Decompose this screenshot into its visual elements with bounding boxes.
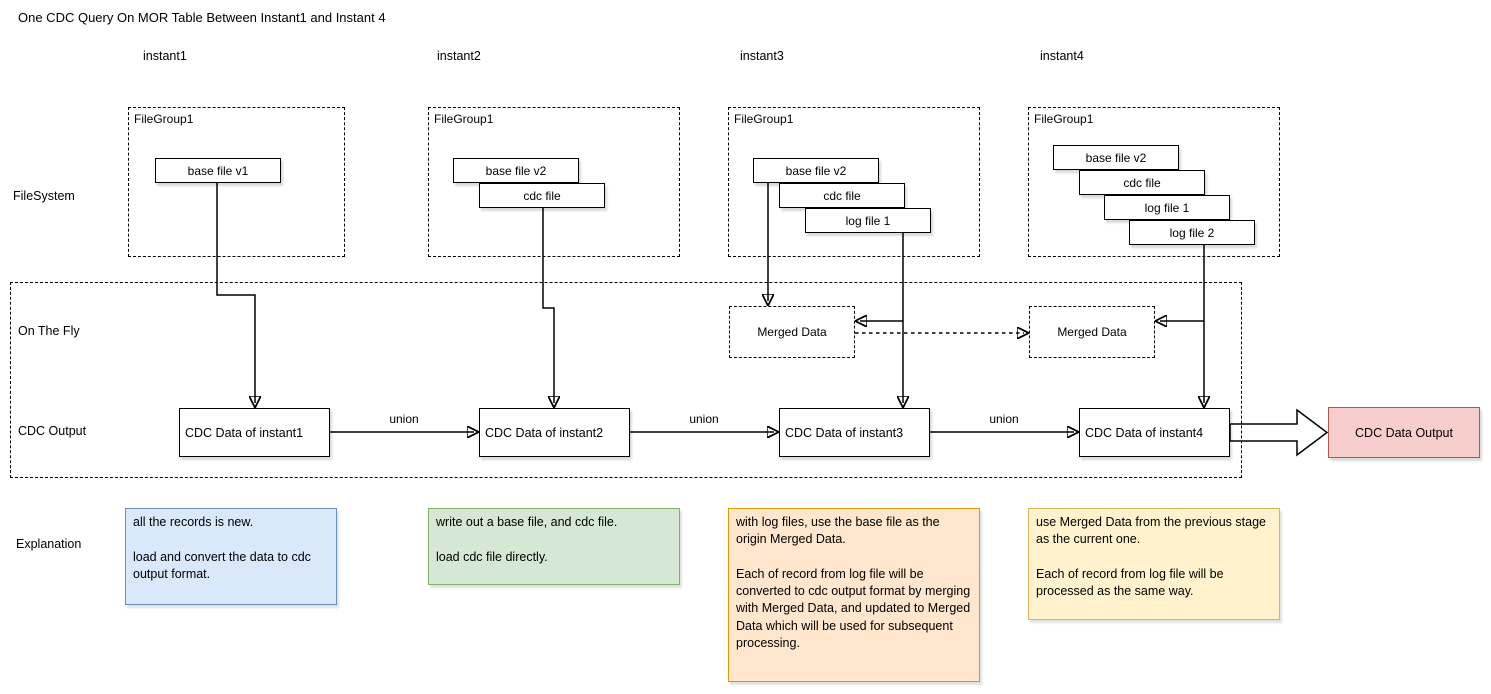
- filegroup-box-instant3: FileGroup1: [728, 107, 980, 257]
- filegroup-label: FileGroup1: [434, 112, 494, 126]
- filegroup-box-instant2: FileGroup1: [428, 107, 680, 257]
- row-label-explanation: Explanation: [16, 537, 82, 551]
- union-label-2: union: [689, 412, 719, 426]
- union-label-3: union: [989, 412, 1019, 426]
- column-header-instant2: instant2: [437, 49, 481, 63]
- explanation-box-instant3: with log files, use the base file as the…: [728, 508, 980, 682]
- file-box-cdc-file: cdc file: [479, 183, 605, 208]
- explanation-box-instant1: all the records is new. load and convert…: [125, 508, 337, 605]
- big-output-arrow: [1229, 408, 1329, 457]
- diagram-title: One CDC Query On MOR Table Between Insta…: [18, 10, 386, 25]
- cdc-data-box-instant3: CDC Data of instant3: [779, 408, 930, 457]
- row-label-on-the-fly: On The Fly: [18, 324, 80, 338]
- explanation-box-instant4: use Merged Data from the previous stage …: [1028, 508, 1280, 620]
- file-box-base-file-v2: base file v2: [453, 158, 579, 183]
- explanation-box-instant2: write out a base file, and cdc file. loa…: [428, 508, 680, 585]
- file-box-base-file-v2: base file v2: [1053, 145, 1179, 170]
- file-box-cdc-file: cdc file: [779, 183, 905, 208]
- filegroup-label: FileGroup1: [134, 112, 194, 126]
- file-box-log-file-1: log file 1: [1104, 195, 1230, 220]
- column-header-instant4: instant4: [1040, 49, 1084, 63]
- union-label-1: union: [389, 412, 419, 426]
- row-label-cdc-output: CDC Output: [18, 424, 87, 438]
- file-box-log-file-2: log file 2: [1129, 220, 1255, 245]
- cdc-data-box-instant2: CDC Data of instant2: [479, 408, 630, 457]
- merged-data-box-1: Merged Data: [729, 306, 855, 358]
- cdc-data-box-instant4: CDC Data of instant4: [1079, 408, 1230, 457]
- filegroup-label: FileGroup1: [1034, 112, 1094, 126]
- file-box-log-file-1: log file 1: [805, 208, 931, 233]
- file-box-cdc-file: cdc file: [1079, 170, 1205, 195]
- file-box-base-file-v2: base file v2: [753, 158, 879, 183]
- filegroup-label: FileGroup1: [734, 112, 794, 126]
- filegroup-box-instant1: FileGroup1: [128, 107, 345, 257]
- cdc-data-output-box: CDC Data Output: [1328, 407, 1480, 458]
- merged-data-box-2: Merged Data: [1029, 306, 1155, 358]
- row-label-filesystem: FileSystem: [13, 189, 75, 203]
- cdc-data-box-instant1: CDC Data of instant1: [179, 408, 330, 457]
- column-header-instant3: instant3: [740, 49, 784, 63]
- filegroup-box-instant4: FileGroup1: [1028, 107, 1280, 257]
- column-header-instant1: instant1: [143, 49, 187, 63]
- file-box-base-file-v1: base file v1: [155, 158, 281, 183]
- processing-region-box: [10, 282, 1242, 478]
